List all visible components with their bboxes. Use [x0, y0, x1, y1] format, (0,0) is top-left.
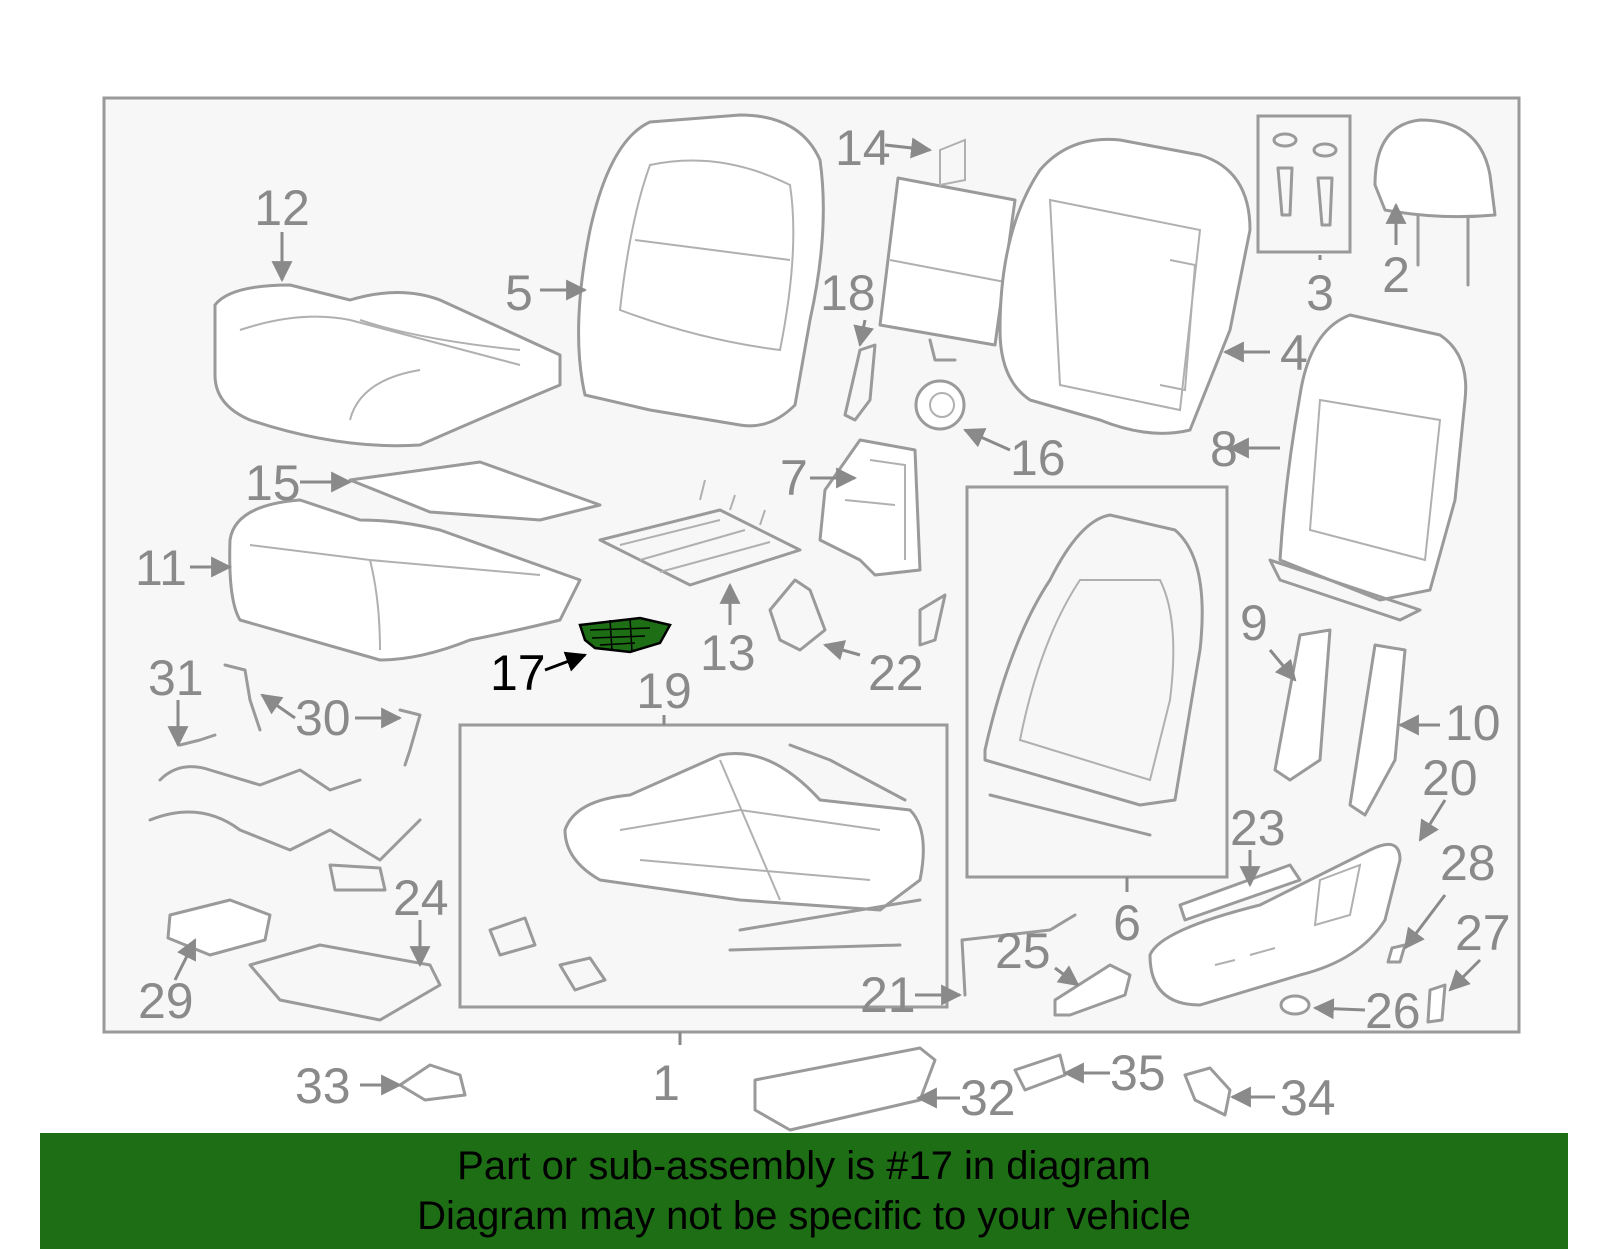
callout-arrows	[167, 137, 1482, 1109]
part-21-rod	[960, 913, 1077, 997]
part-3-fasteners	[1272, 132, 1338, 227]
part-33-clip	[398, 1063, 467, 1102]
callout-29: 29	[138, 973, 194, 1029]
callout-16: 16	[1010, 430, 1066, 486]
callout-34: 34	[1280, 1070, 1336, 1126]
part-15-pad	[348, 460, 602, 522]
part-25-bracket	[1053, 963, 1132, 1017]
callout-23: 23	[1230, 800, 1286, 856]
callout-12: 12	[254, 180, 310, 236]
part-9-trim	[1273, 628, 1332, 782]
callout-32: 32	[960, 1070, 1016, 1126]
callout-2: 2	[1382, 247, 1410, 303]
callout-17: 17	[490, 645, 546, 701]
part-13-spring-mat	[598, 479, 802, 587]
callout-1: 1	[652, 1055, 680, 1111]
part-30-clip	[398, 708, 422, 767]
callout-25: 25	[995, 923, 1051, 979]
part-19-adjuster	[488, 743, 925, 992]
part-6-back-frame	[983, 513, 1204, 837]
callout-27: 27	[1455, 905, 1511, 961]
part-12-cushion-cover	[213, 283, 562, 448]
callout-22: 22	[868, 645, 924, 701]
part-5-seatback-cover	[577, 113, 825, 428]
callout-26: 26	[1365, 983, 1421, 1039]
callout-33: 33	[295, 1058, 351, 1114]
part-8-back-panel	[1268, 313, 1468, 622]
callout-35: 35	[1110, 1045, 1166, 1101]
callout-18: 18	[820, 265, 876, 321]
part-31-clip	[223, 663, 262, 732]
callout-9: 9	[1240, 595, 1268, 651]
info-banner: Part or sub-assembly is #17 in diagram D…	[40, 1133, 1568, 1249]
part-17-highlighted	[578, 616, 672, 654]
part-4-back-pad	[998, 137, 1252, 435]
part-2-headrest	[1373, 118, 1497, 287]
callout-30: 30	[295, 690, 351, 746]
subassembly-box-6	[965, 485, 1229, 879]
part-28-knob	[1386, 943, 1407, 964]
part-20-side-shield	[1148, 842, 1402, 1007]
part-32-trim	[753, 1046, 937, 1132]
callout-6: 6	[1113, 895, 1141, 951]
part-26-cap	[1279, 994, 1311, 1016]
callout-10: 10	[1445, 695, 1501, 751]
part-24-tray	[248, 943, 442, 1022]
part-35-clip	[1013, 1053, 1067, 1092]
part-27-knob	[1426, 983, 1447, 1024]
callout-20: 20	[1422, 750, 1478, 806]
callout-14: 14	[835, 120, 891, 176]
part-22-bracket	[768, 578, 827, 652]
callout-31: 31	[148, 650, 204, 706]
part-10-trim	[1348, 643, 1407, 817]
part-14-panel	[878, 138, 1017, 362]
subassembly-box-3	[1256, 114, 1352, 254]
part-11-cushion-pad	[228, 498, 582, 662]
part-34-bracket	[1183, 1066, 1232, 1117]
callout-21: 21	[860, 967, 916, 1023]
callout-24: 24	[393, 870, 449, 926]
callout-4: 4	[1280, 325, 1308, 381]
callout-28: 28	[1440, 835, 1496, 891]
banner-line-2: Diagram may not be specific to your vehi…	[417, 1194, 1191, 1238]
callout-7: 7	[780, 450, 808, 506]
callout-15: 15	[245, 455, 301, 511]
callout-8: 8	[1210, 421, 1238, 477]
part-16-motor	[914, 379, 966, 431]
banner-line-1: Part or sub-assembly is #17 in diagram	[457, 1144, 1151, 1188]
callout-3: 3	[1306, 265, 1334, 321]
callout-13: 13	[700, 625, 756, 681]
callout-5: 5	[505, 265, 533, 321]
callout-19: 19	[636, 663, 692, 719]
callout-labels: 1 2 3 4 5 6 7 8 9 10 11 12 13 14 15 16 1…	[135, 120, 1511, 1126]
callout-11: 11	[135, 540, 187, 596]
subassembly-box-19	[458, 723, 949, 1009]
part-22b-bracket	[918, 593, 947, 647]
